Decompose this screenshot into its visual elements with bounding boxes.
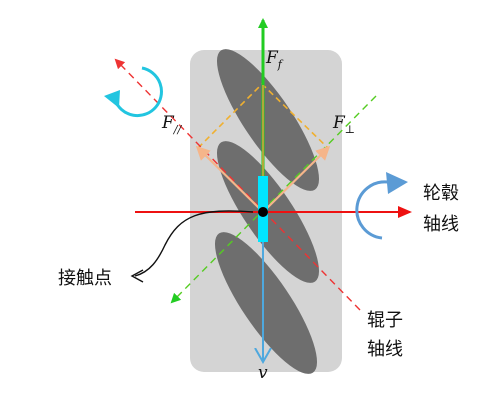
perpendicular-axis-line [170, 95, 377, 304]
curved-rotation-arrow-icon [104, 66, 163, 118]
contact-point-dot [258, 207, 268, 217]
friction-force-label: Ff [265, 48, 284, 71]
roller-axis-line [114, 58, 361, 311]
roller-axis-label-line1: 辊子 [367, 310, 403, 331]
roller-top [216, 49, 320, 191]
velocity-label: v [258, 363, 268, 383]
hub-axis-label-line2: 轴线 [423, 214, 459, 235]
contact-point-leader-arrow [130, 269, 144, 283]
perpendicular-force-label: F⊥ [332, 113, 355, 136]
contact-point-leader [134, 210, 254, 277]
perpendicular-component-arrow [262, 145, 331, 213]
contact-point-label: 接触点 [58, 268, 112, 289]
roller-bottom [214, 232, 318, 374]
hub-axis-label-line1: 轮毂 [423, 183, 459, 204]
roller-axis-label-line2: 轴线 [367, 339, 403, 360]
parallel-component-arrow [195, 145, 264, 213]
parallel-force-label: F// [161, 113, 183, 136]
curved-rotation-arrow-icon [355, 172, 408, 240]
